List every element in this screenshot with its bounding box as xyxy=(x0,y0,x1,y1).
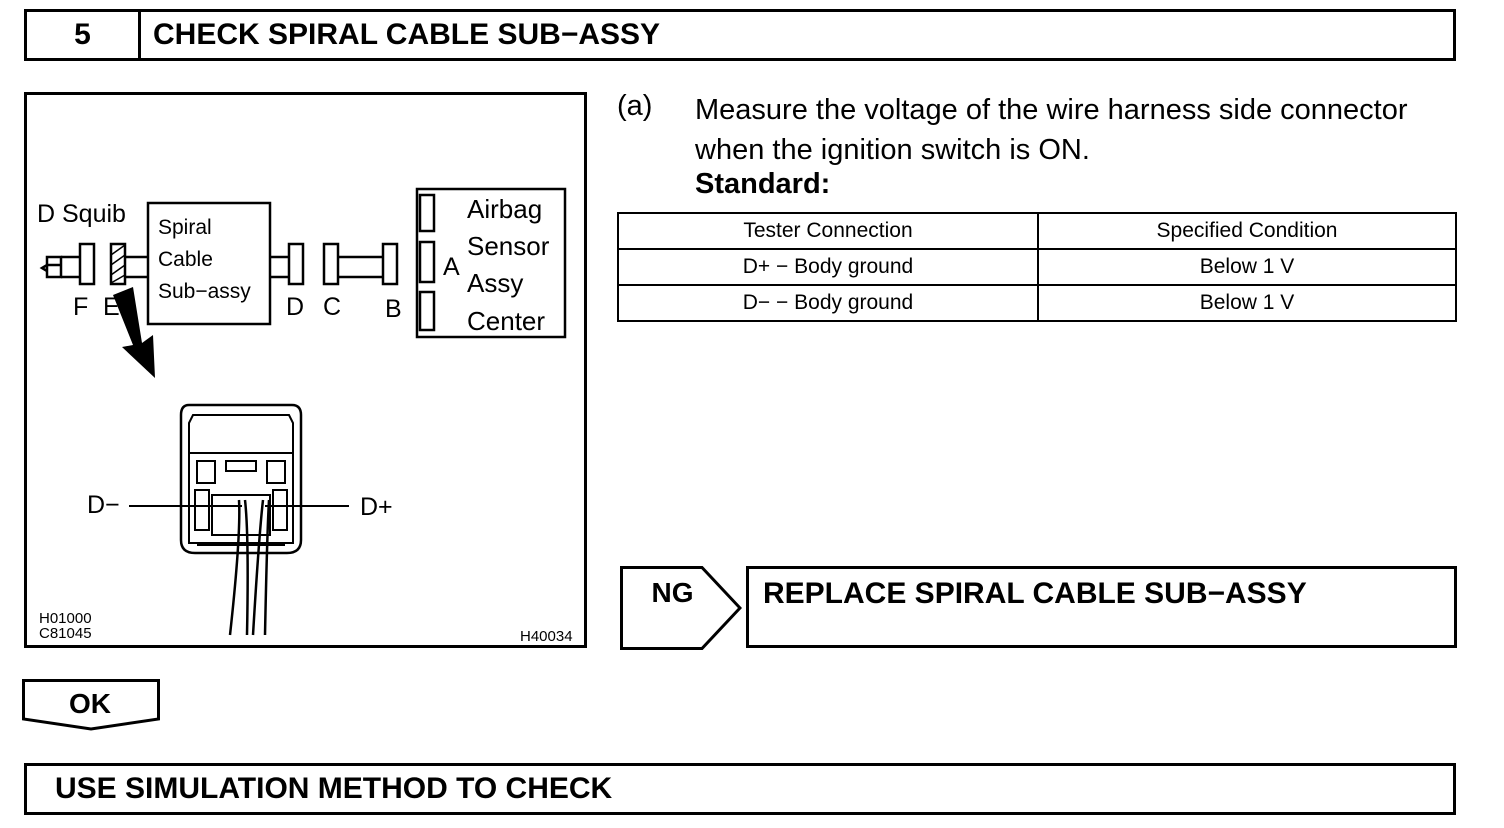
specification-table: Tester Connection Specified Condition D+… xyxy=(617,212,1457,322)
wiring-diagram-figure: D Squib Spiral Cable Sub−assy Airbag Sen… xyxy=(24,92,587,648)
airbag-label-line3: Assy xyxy=(467,268,523,298)
figure-code-3: H40034 xyxy=(520,628,573,645)
wiring-diagram: D Squib Spiral Cable Sub−assy Airbag Sen… xyxy=(37,187,573,645)
step-header: 5 CHECK SPIRAL CABLE SUB−ASSY xyxy=(24,9,1456,61)
squib-label: D Squib xyxy=(37,200,126,228)
table-header-cell: Specified Condition xyxy=(1037,212,1457,250)
substep-letter: (a) xyxy=(617,90,653,122)
connector-c-shape xyxy=(322,242,340,286)
airbag-label-line2: Sensor xyxy=(467,231,550,261)
connector-a-label: A xyxy=(443,253,460,281)
airbag-label-line4: Center xyxy=(467,306,545,336)
table-row: D− − Body ground Below 1 V xyxy=(617,284,1457,322)
connector-b-label: B xyxy=(385,295,402,323)
substep-line2: when the ignition switch is ON. xyxy=(695,134,1090,166)
substep-line1: Measure the voltage of the wire harness … xyxy=(695,94,1408,126)
connector-c-label: C xyxy=(323,293,341,321)
ok-tag: OK xyxy=(22,679,162,731)
airbag-label-line1: Airbag xyxy=(467,194,542,224)
substep-text: Measure the voltage of the wire harness … xyxy=(695,90,1465,170)
table-cell: Below 1 V xyxy=(1037,248,1457,286)
connector-d-label: D xyxy=(286,293,304,321)
table-row: D+ − Body ground Below 1 V xyxy=(617,248,1457,286)
terminal-plus-label: D+ xyxy=(360,493,393,521)
final-step-box: USE SIMULATION METHOD TO CHECK xyxy=(24,763,1456,815)
table-header-cell: Tester Connection xyxy=(617,212,1039,250)
ng-arrow-shape xyxy=(620,566,742,650)
airbag-sensor-box xyxy=(415,187,567,339)
ng-action-text: REPLACE SPIRAL CABLE SUB−ASSY xyxy=(763,577,1307,610)
arrow-down-icon xyxy=(113,287,155,378)
table-cell: D− − Body ground xyxy=(617,284,1039,322)
ok-arrow-shape xyxy=(22,679,160,731)
connector-e-shape xyxy=(109,242,127,286)
ng-action-box: REPLACE SPIRAL CABLE SUB−ASSY xyxy=(746,566,1457,648)
connector-f-shape xyxy=(78,242,96,286)
table-header-row: Tester Connection Specified Condition xyxy=(617,212,1457,250)
connector-b-shape xyxy=(381,242,399,286)
ok-label: OK xyxy=(69,688,111,719)
spiral-label-line2: Cable xyxy=(158,248,213,271)
step-title: CHECK SPIRAL CABLE SUB−ASSY xyxy=(153,18,661,51)
spiral-label-line1: Spiral xyxy=(158,216,212,239)
figure-code-1: H01000 xyxy=(39,610,92,627)
connector-outer-shape xyxy=(179,403,303,555)
standard-label: Standard: xyxy=(695,168,831,200)
figure-code-2: C81045 xyxy=(39,625,92,642)
spiral-cable-box xyxy=(146,201,272,326)
ng-label: NG xyxy=(651,577,694,608)
squib-plug-icon xyxy=(39,255,63,279)
table-cell: D+ − Body ground xyxy=(617,248,1039,286)
connector-f-label: F xyxy=(73,293,88,321)
ng-tag: NG xyxy=(620,566,742,650)
table-cell: Below 1 V xyxy=(1037,284,1457,322)
final-step-text: USE SIMULATION METHOD TO CHECK xyxy=(55,772,613,805)
spiral-label-line3: Sub−assy xyxy=(158,280,251,303)
connector-e-label: E xyxy=(103,293,120,321)
step-number: 5 xyxy=(27,12,141,58)
connector-d-shape xyxy=(287,242,305,286)
terminal-minus-label: D− xyxy=(87,491,120,519)
